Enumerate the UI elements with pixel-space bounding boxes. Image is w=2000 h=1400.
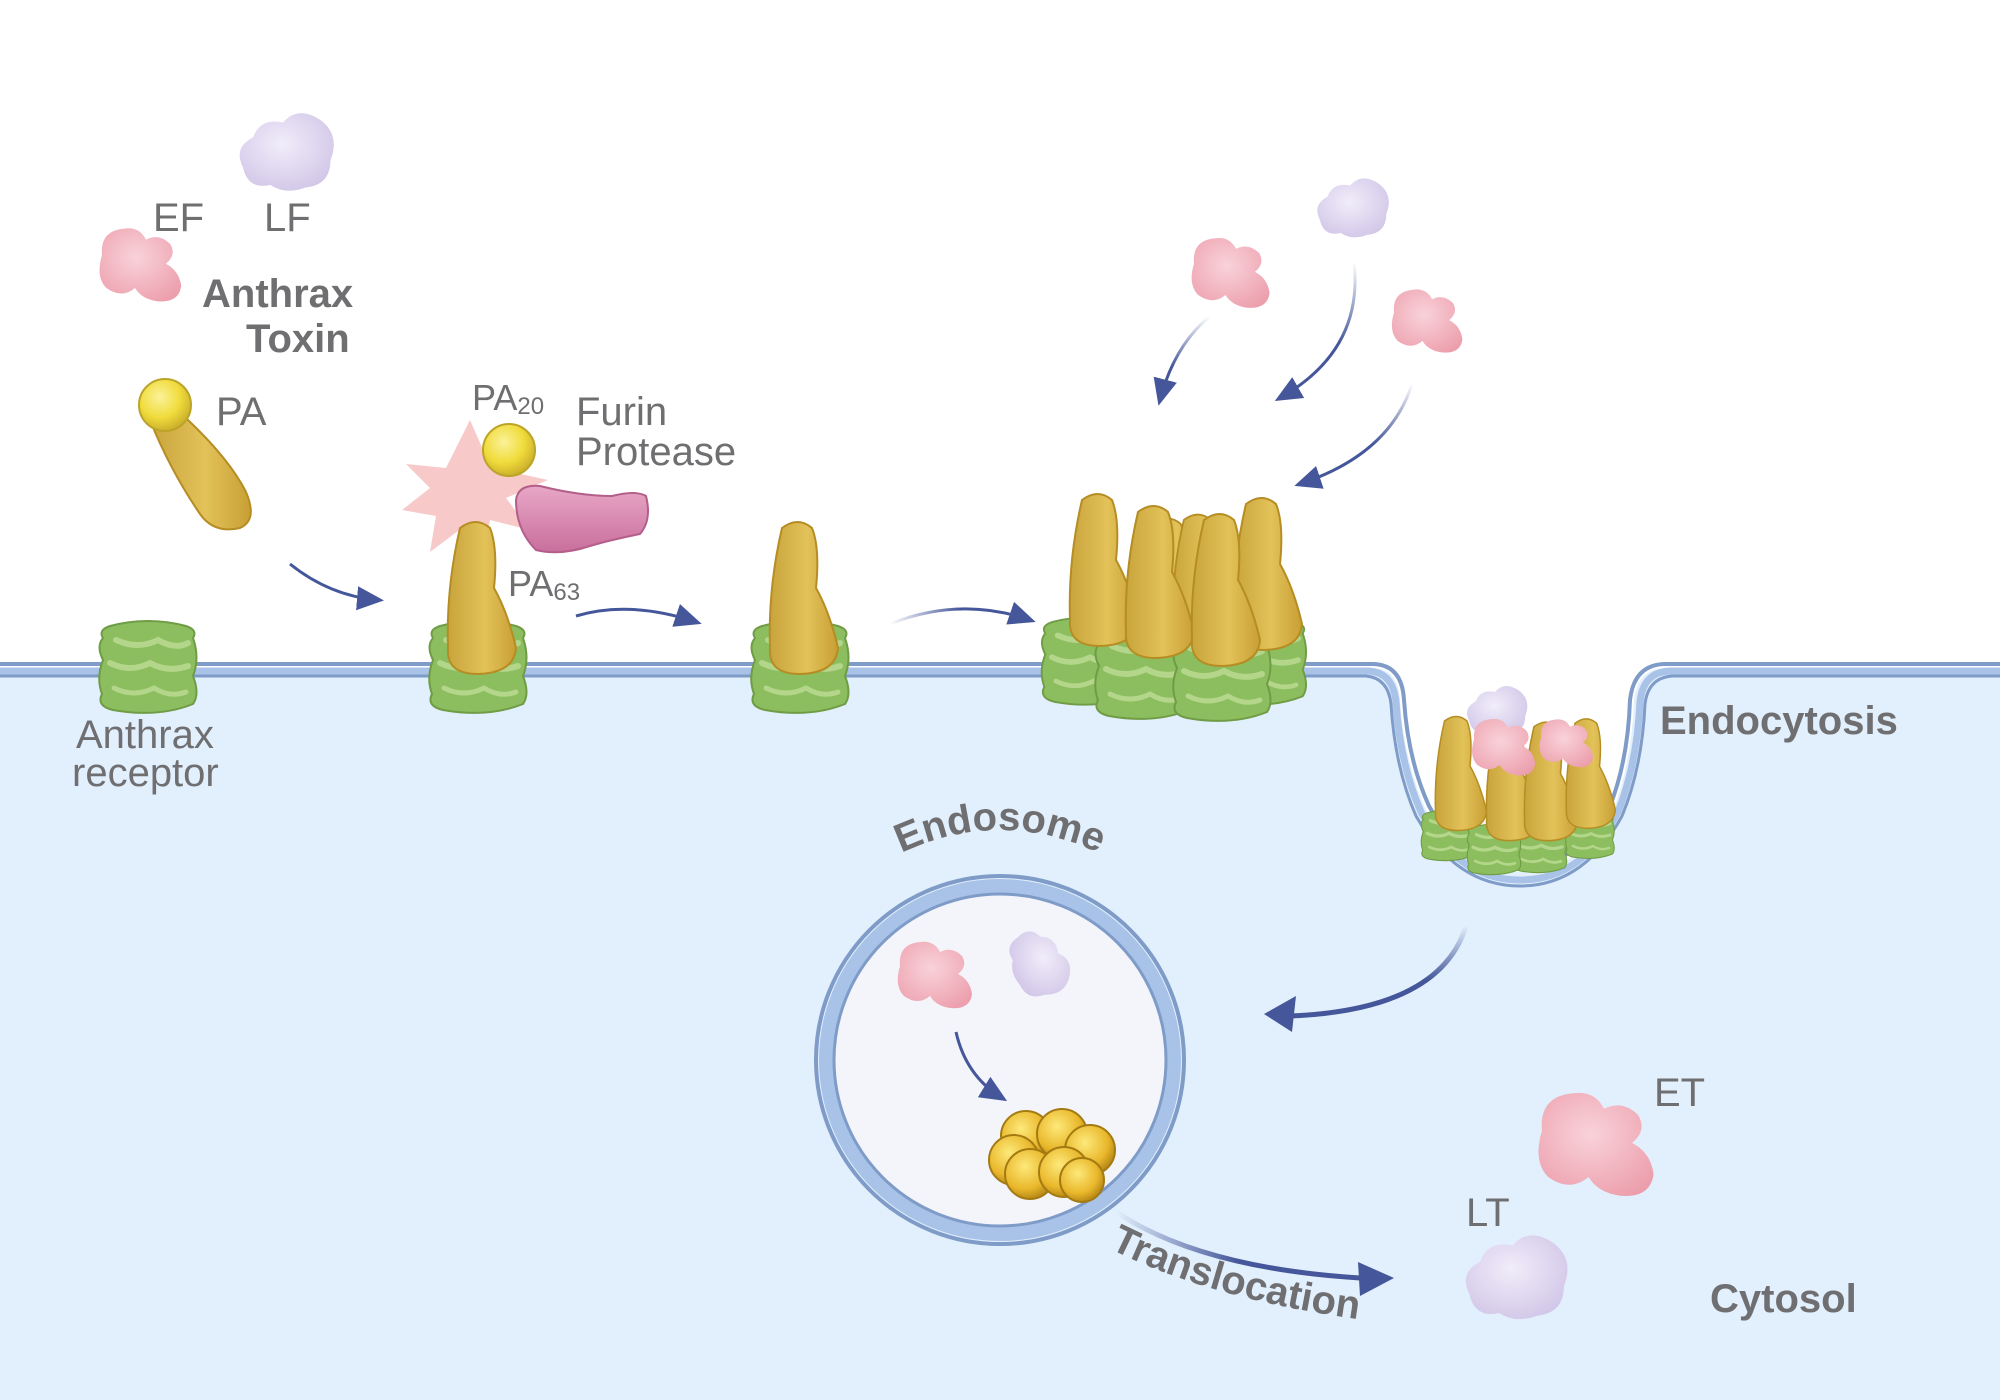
anthrax-receptor bbox=[99, 621, 196, 713]
lf-protein bbox=[239, 113, 334, 191]
furin-label-line2: Protease bbox=[576, 430, 736, 474]
cell-membrane-inner bbox=[0, 667, 2000, 884]
pa63-heptamer-prepore bbox=[1042, 493, 1306, 721]
cytosol-label: Cytosol bbox=[1710, 1277, 1857, 1321]
pa-label: PA bbox=[216, 390, 267, 434]
arrow-internalization bbox=[1289, 925, 1469, 1019]
ef-label: EF bbox=[153, 196, 204, 240]
receptor-pa63-complex bbox=[429, 521, 526, 713]
cleavage-burst bbox=[402, 420, 548, 556]
furin-protease bbox=[514, 484, 649, 554]
cell-membrane-edge bbox=[0, 674, 2000, 888]
arrow-pore-entry bbox=[954, 1031, 1008, 1102]
pa63-label: PA63 bbox=[508, 563, 580, 606]
anthrax-receptor-label-line1: Anthrax bbox=[76, 713, 214, 757]
pa-protein bbox=[138, 378, 252, 531]
arrow-translocation bbox=[1114, 1209, 1361, 1281]
arrow-lf-binding bbox=[1274, 261, 1357, 401]
ef-protein-incoming-1 bbox=[1191, 238, 1270, 308]
ef-protein-incoming-2 bbox=[1391, 289, 1463, 353]
pa20-label: PA20 bbox=[472, 377, 544, 420]
anthrax-toxin-label-line1: Anthrax bbox=[202, 272, 353, 316]
arrow-ef-binding-2 bbox=[1294, 383, 1414, 489]
pa63-pore bbox=[988, 1108, 1116, 1203]
anthrax-toxin-label-line2: Toxin bbox=[246, 317, 350, 361]
endosome bbox=[814, 874, 1186, 1246]
lf-protein-incoming bbox=[1317, 178, 1389, 238]
arrow-internalization-head bbox=[1264, 996, 1296, 1032]
arrow-binding bbox=[289, 562, 384, 611]
endocytosis-label: Endocytosis bbox=[1660, 699, 1898, 743]
arrow-translocation-head bbox=[1358, 1262, 1394, 1296]
receptor-pa63-bound bbox=[751, 521, 848, 713]
endocytosed-complex bbox=[1419, 685, 1617, 877]
arrow-cleaved bbox=[575, 603, 702, 627]
lf-label: LF bbox=[264, 196, 311, 240]
furin-label-line1: Furin bbox=[576, 390, 667, 434]
lt-label: LT bbox=[1466, 1191, 1510, 1235]
arrow-ef-binding-1 bbox=[1153, 314, 1211, 406]
pa20-fragment bbox=[482, 423, 536, 477]
et-label: ET bbox=[1654, 1071, 1705, 1115]
arrow-oligomerization bbox=[889, 601, 1036, 626]
anthrax-receptor-label-line2: receptor bbox=[72, 751, 219, 795]
